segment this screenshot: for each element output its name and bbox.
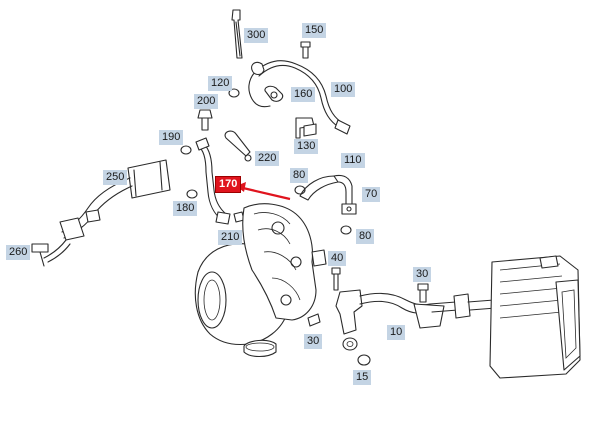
callout-300[interactable]: 300: [244, 28, 269, 43]
part-220-bracket: [224, 130, 252, 162]
part-170-return-pipe: [195, 137, 231, 225]
callout-170-arrow: [236, 182, 291, 201]
part-130-clamp: [295, 117, 317, 139]
callout-220[interactable]: 220: [255, 151, 280, 166]
callout-110[interactable]: 110: [341, 153, 365, 168]
part-10-egr-pipe: [335, 289, 497, 335]
callout-100[interactable]: 100: [331, 82, 356, 97]
callout-30-right[interactable]: 30: [413, 267, 432, 282]
callout-190[interactable]: 190: [159, 130, 184, 145]
callout-130[interactable]: 130: [294, 139, 319, 154]
callout-10[interactable]: 10: [387, 325, 406, 340]
callout-160[interactable]: 160: [291, 87, 316, 102]
part-40-stud: [331, 267, 341, 291]
part-180-o-ring: [186, 189, 198, 199]
callout-120[interactable]: 120: [208, 76, 233, 91]
part-120-o-ring: [228, 88, 240, 98]
part-190-o-ring: [180, 145, 192, 155]
callout-260[interactable]: 260: [6, 245, 31, 260]
callout-40[interactable]: 40: [328, 251, 347, 266]
callout-80-upper[interactable]: 80: [290, 168, 309, 183]
part-80-o-ring-lower: [340, 225, 352, 235]
callout-180[interactable]: 180: [173, 201, 198, 216]
callout-70[interactable]: 70: [362, 187, 381, 202]
callout-250[interactable]: 250: [103, 170, 128, 185]
callout-15[interactable]: 15: [353, 370, 372, 385]
part-300-dipstick: [231, 9, 243, 59]
callout-150[interactable]: 150: [302, 23, 327, 38]
callout-80-lower[interactable]: 80: [356, 229, 375, 244]
part-30-bolt-right: [417, 283, 429, 303]
callout-200[interactable]: 200: [194, 94, 219, 109]
turbocharger: [194, 203, 327, 358]
part-160-banjo: [264, 85, 284, 102]
callout-170-highlighted[interactable]: 170: [215, 176, 242, 193]
part-100-oil-line: [248, 60, 351, 135]
callout-30-left[interactable]: 30: [304, 334, 323, 349]
egr-cooler: [489, 255, 581, 379]
part-200-fitting: [197, 109, 213, 131]
part-150-bolt: [300, 41, 311, 59]
part-260-end-fitting: [31, 243, 49, 267]
part-15-seal-upper: [342, 337, 358, 351]
part-15-seal-lower: [357, 354, 371, 366]
part-250-intake-hose: [43, 159, 171, 263]
part-70-coolant-line: [299, 174, 357, 215]
callout-210[interactable]: 210: [218, 230, 243, 245]
part-80-o-ring-upper: [294, 185, 306, 195]
part-30-bolt-left: [307, 313, 321, 327]
